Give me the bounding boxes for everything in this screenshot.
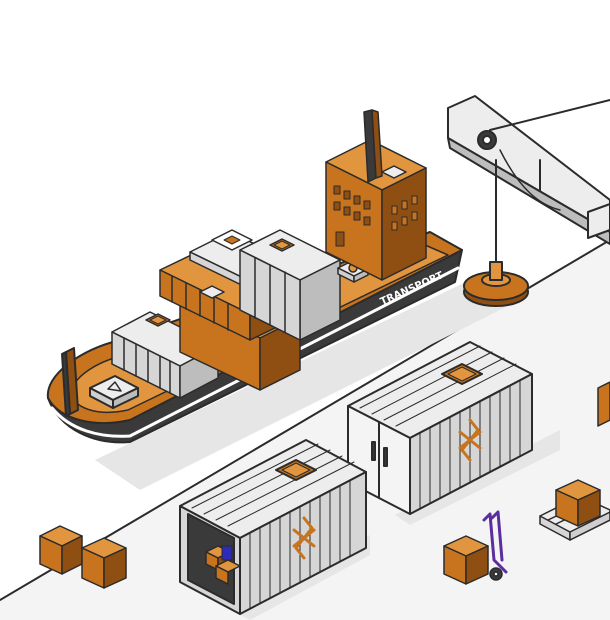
star-emblem-icon — [458, 418, 482, 462]
shipping-container-open — [179, 439, 370, 620]
box-icon — [597, 381, 610, 427]
bow-mast — [61, 347, 79, 417]
box-icon — [39, 525, 83, 575]
ship-shadow — [95, 280, 520, 490]
hand-truck-icon — [443, 510, 508, 585]
box-icon — [555, 479, 601, 527]
pallet-icon — [539, 479, 610, 541]
cargo-ship: TRANSPORT — [46, 109, 463, 444]
hook-icon — [463, 261, 529, 307]
gantry-crane — [447, 95, 610, 307]
shipping-container-closed — [347, 341, 560, 525]
bow-hatch — [89, 375, 139, 409]
box-icon — [443, 535, 489, 585]
ship-container-stack-rear — [239, 229, 341, 341]
ship-bridge-tower — [325, 109, 427, 281]
box-icon — [81, 537, 127, 589]
star-emblem-icon — [292, 516, 316, 560]
accent-box — [221, 545, 233, 561]
triangle-icon — [107, 381, 122, 392]
cargo-boxes-left — [39, 525, 127, 589]
